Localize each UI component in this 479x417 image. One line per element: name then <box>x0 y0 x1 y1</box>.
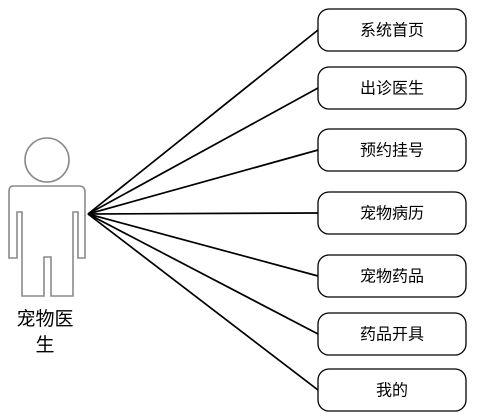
actor-body <box>8 185 86 297</box>
use-case-label: 预约挂号 <box>360 141 424 160</box>
association-line <box>87 212 319 215</box>
use-case-label: 出诊医生 <box>360 79 424 98</box>
use-case-box <box>317 312 467 356</box>
association-line <box>87 213 319 391</box>
association-line <box>87 213 319 335</box>
association-line <box>87 87 319 215</box>
actor-name-line1: 宠物医 <box>16 308 73 330</box>
use-case-box <box>317 66 467 110</box>
use-case-appointment[interactable]: 预约挂号 <box>317 128 467 172</box>
use-case-label: 系统首页 <box>360 21 424 40</box>
actor-figure <box>8 137 86 297</box>
use-case-prescribe-medicine[interactable]: 药品开具 <box>317 312 467 356</box>
associations <box>87 29 319 391</box>
association-line <box>87 149 319 215</box>
use-case-box <box>317 128 467 172</box>
use-case-pet-records[interactable]: 宠物病历 <box>317 191 467 235</box>
use-case-box <box>317 191 467 235</box>
use-case-label: 我的 <box>376 381 408 400</box>
use-case-pet-medicine[interactable]: 宠物药品 <box>317 254 467 298</box>
use-case-mine[interactable]: 我的 <box>317 368 467 412</box>
association-line <box>87 29 319 215</box>
use-case-box <box>317 8 467 52</box>
use-case-system-home[interactable]: 系统首页 <box>317 8 467 52</box>
actor-head <box>24 137 70 183</box>
use-case-box <box>317 254 467 298</box>
use-case-label: 宠物药品 <box>360 267 424 286</box>
use-case-doctor-visit[interactable]: 出诊医生 <box>317 66 467 110</box>
association-line <box>87 213 319 277</box>
use-case-label: 药品开具 <box>360 325 424 344</box>
actor-name-line2: 生 <box>35 334 54 356</box>
use-case-box <box>317 368 467 412</box>
use-case-label: 宠物病历 <box>360 204 424 223</box>
